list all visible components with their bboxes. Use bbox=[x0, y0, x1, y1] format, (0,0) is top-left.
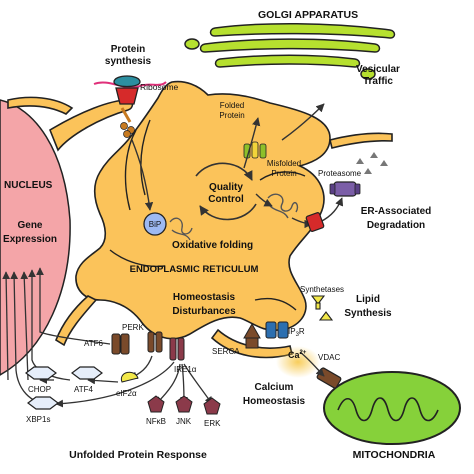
ire1-label: IRE1α bbox=[174, 365, 197, 374]
ip3r-label-sub: 3 bbox=[296, 332, 300, 338]
calcium-glow bbox=[276, 346, 320, 378]
gene-expression-label-2: Expression bbox=[3, 234, 57, 245]
nfkb-pentagon bbox=[147, 395, 165, 413]
vesicular-traffic-label-2: Traffic bbox=[363, 76, 393, 87]
nfkb-label: NFκB bbox=[146, 417, 166, 426]
ire1-sensor bbox=[169, 337, 185, 361]
jnk-pentagon bbox=[175, 395, 193, 413]
calcium-homeostasis-label-2: Homeostasis bbox=[243, 396, 306, 407]
bip-label: BiP bbox=[149, 220, 161, 229]
misfolded-protein-label-2: Protein bbox=[271, 169, 296, 178]
chop-hexagon bbox=[25, 366, 57, 380]
erad-channel-icon bbox=[305, 212, 325, 232]
atf6-label: ATF6 bbox=[84, 339, 104, 348]
erk-label: ERK bbox=[204, 419, 221, 428]
ribosome-label: Ribosome bbox=[140, 82, 179, 92]
calcium-ion-main: Ca bbox=[288, 350, 300, 360]
calcium-ion-label: Ca2+ bbox=[288, 350, 307, 360]
serca-pump bbox=[243, 322, 261, 349]
lipid-synthesis-label-2: Synthesis bbox=[344, 308, 392, 319]
nucleus-label: NUCLEUS bbox=[4, 180, 53, 191]
ip3r-label-main: IP bbox=[288, 327, 296, 336]
perk-sensor bbox=[147, 331, 163, 353]
eif2a-label: eIF2α bbox=[116, 389, 137, 398]
unfolded-protein-icon bbox=[169, 217, 193, 241]
er-label: ENDOPLASMIC RETICULUM bbox=[130, 264, 259, 275]
calcium-ion-sup: 2+ bbox=[300, 350, 307, 356]
ribosome-icon bbox=[93, 75, 167, 138]
lipid-synthesis-label-1: Lipid bbox=[356, 294, 380, 305]
xbp1s-label: XBP1s bbox=[26, 415, 50, 424]
atf6-sensor bbox=[111, 333, 130, 355]
quality-control-cycle bbox=[195, 162, 257, 221]
upr-label: Unfolded Protein Response bbox=[69, 449, 207, 461]
oxidative-folding-label: Oxidative folding bbox=[172, 240, 253, 251]
misfolded-protein-icon bbox=[267, 193, 299, 219]
quality-control-label-1: Quality bbox=[209, 182, 243, 193]
misfolded-protein-label-1: Misfolded bbox=[267, 159, 301, 168]
flow-arrows bbox=[131, 103, 325, 229]
gene-expression-label-1: Gene bbox=[17, 220, 42, 231]
vdac-link bbox=[299, 351, 325, 377]
erad-label-2: Degradation bbox=[367, 220, 425, 231]
golgi-label: GOLGI APPARATUS bbox=[258, 9, 358, 21]
perk-label: PERK bbox=[122, 323, 144, 332]
calcium-homeostasis-label-1: Calcium bbox=[255, 382, 294, 393]
vdac-channel bbox=[316, 367, 342, 389]
mitochondria-shape bbox=[323, 371, 461, 445]
erad-path-arrow bbox=[319, 197, 344, 223]
atf4-hexagon bbox=[71, 366, 103, 380]
synthetase-icons bbox=[310, 295, 334, 321]
homeostasis-label-2: Disturbances bbox=[172, 306, 236, 317]
mitochondria-label: MITOCHONDRIA bbox=[353, 449, 436, 461]
erk-pentagon bbox=[203, 397, 221, 415]
vesicular-traffic-label-1: Vesicular bbox=[356, 64, 400, 75]
nucleus-shape bbox=[0, 99, 71, 376]
homeostasis-label-1: Homeostasis bbox=[173, 292, 236, 303]
protein-synthesis-label-2: synthesis bbox=[105, 56, 152, 67]
vdac-label: VDAC bbox=[318, 353, 340, 362]
chop-label: CHOP bbox=[28, 385, 51, 394]
er-cisternae bbox=[109, 119, 306, 311]
eif2a-icon bbox=[120, 371, 139, 383]
proteasome-label: Proteasome bbox=[318, 169, 362, 178]
xbp1s-hexagon bbox=[27, 396, 59, 410]
ip3r-label: IP3R bbox=[288, 327, 305, 338]
gene-expression-arrows bbox=[2, 267, 213, 408]
folded-protein-label-1: Folded bbox=[220, 101, 244, 110]
jnk-label: JNK bbox=[176, 417, 192, 426]
ip3r-label-end: R bbox=[299, 327, 305, 336]
atf4-label: ATF4 bbox=[74, 385, 94, 394]
ip3r-channel bbox=[265, 321, 289, 339]
synthetases-label: Synthetases bbox=[300, 285, 344, 294]
bip-chaperone bbox=[143, 212, 167, 236]
proteasome-icon bbox=[329, 152, 388, 197]
serca-label: SERCA bbox=[212, 347, 240, 356]
quality-control-label-2: Control bbox=[208, 194, 244, 205]
golgi-apparatus bbox=[184, 22, 396, 80]
erad-label-1: ER-Associated bbox=[361, 206, 432, 217]
protein-synthesis-label-1: Protein bbox=[111, 44, 145, 55]
folded-protein-label-2: Protein bbox=[219, 111, 244, 120]
